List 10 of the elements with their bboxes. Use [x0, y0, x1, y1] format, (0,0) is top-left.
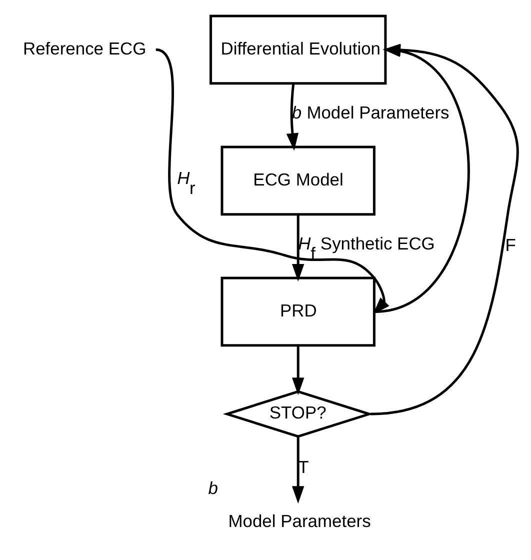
node-box: ECG Model [220, 145, 376, 216]
node-box: Differential Evolution [210, 14, 387, 84]
arrow [292, 345, 304, 395]
edge-label: F [505, 234, 516, 254]
node-text: Reference ECG [22, 38, 146, 58]
node-label: b [208, 478, 218, 498]
node-box: PRD [220, 276, 376, 346]
node-diamond: STOP? [222, 390, 374, 438]
node-text: Model Parameters [228, 510, 371, 531]
arrow [155, 48, 390, 314]
